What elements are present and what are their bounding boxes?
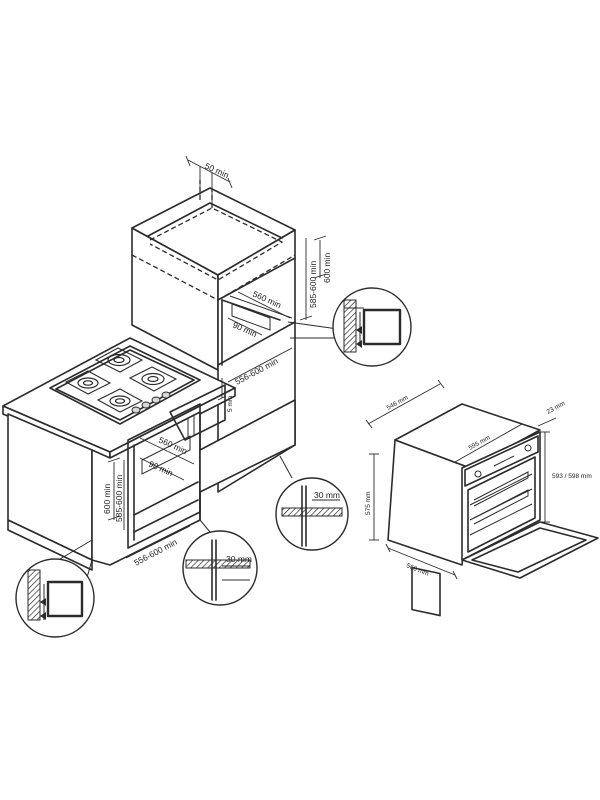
dim-oven-height-total-label: 593 / 598 mm <box>552 473 592 480</box>
oven <box>387 403 599 617</box>
gas-hob <box>49 345 226 441</box>
lower-cabinet <box>2 337 296 571</box>
dim-hob-gap: 5 mm <box>217 378 234 412</box>
detail-circle-lower: 30 mm <box>182 519 258 606</box>
detail-circle-right-lower: 30 mm <box>275 455 349 551</box>
hob-knob-3 <box>151 396 161 404</box>
dim-lower-height-label: 600 min <box>102 483 112 514</box>
dim-upper-height: 600 min 585-600 min <box>299 235 332 321</box>
dim-detail-lower-label: 30 mm <box>226 554 252 564</box>
hob-knob-1 <box>131 406 141 414</box>
dim-upper-range-label: 585-600 min <box>308 260 318 308</box>
dim-oven-height-total: 593 / 598 mm <box>540 431 592 523</box>
dim-hob-gap-label: 5 mm <box>227 396 234 412</box>
dim-detail-right-label: 30 mm <box>314 490 340 500</box>
burner-front-left <box>64 370 112 395</box>
burner-back-right <box>128 366 178 392</box>
dim-oven-height-body: 575 mm <box>365 453 379 541</box>
dim-lower-range-label: 585-600 min <box>114 474 124 522</box>
dim-oven-width-bottom-label: 560 mm <box>405 562 429 577</box>
dim-lower-height: 600 min 585-600 min <box>102 457 125 530</box>
detail-circle-right <box>287 287 412 367</box>
detail-circle-left <box>15 539 95 638</box>
dim-top-gap-label: 50 min <box>203 161 231 181</box>
burner-front-right <box>96 388 144 413</box>
dim-upper-height-label: 600 min <box>322 252 332 283</box>
dim-oven-door-depth-label: 23 mm <box>546 400 567 416</box>
hob-knob-2 <box>141 401 151 409</box>
burner-back-left <box>94 347 144 373</box>
dim-oven-door-depth: 23 mm <box>537 400 567 427</box>
dim-oven-height-body-label: 575 mm <box>365 492 372 515</box>
hob-knob-4 <box>161 391 171 399</box>
